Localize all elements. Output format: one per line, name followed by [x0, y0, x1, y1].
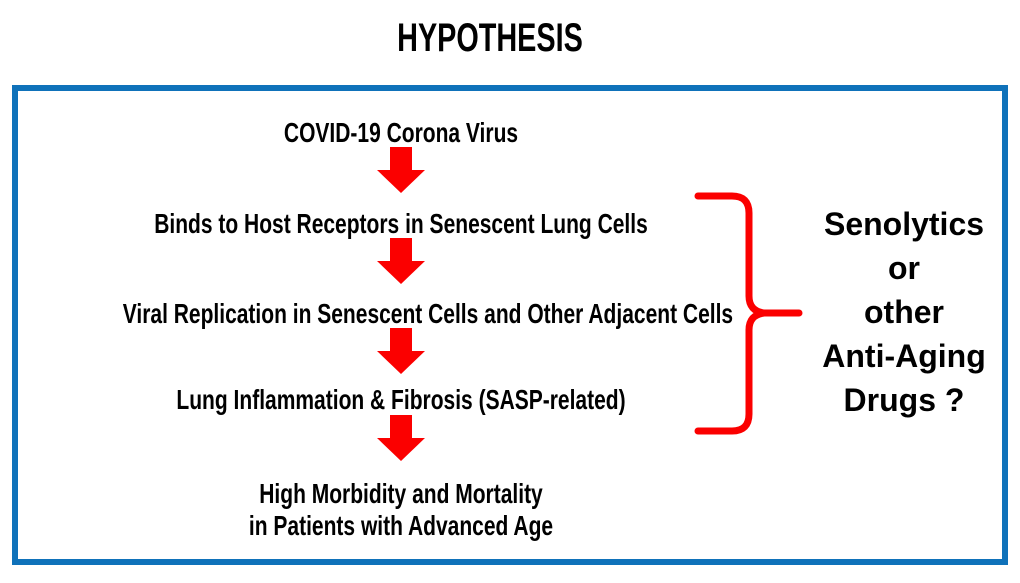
hypothesis-box: COVID-19 Corona Virus Binds to Host Rece… — [12, 85, 1008, 565]
flow-step-outcome-line1: High Morbidity and Mortality — [259, 478, 543, 509]
flow-step-replication: Viral Replication in Senescent Cells and… — [122, 298, 734, 329]
annotation-line-drugs: Drugs ? — [843, 382, 965, 418]
annotation-line-other: other — [864, 294, 944, 330]
flow-step-inflammation: Lung Inflammation & Fibrosis (SASP-relat… — [176, 384, 626, 415]
annotation-line-or: or — [888, 250, 920, 286]
flow-step-outcome: High Morbidity and Mortality in Patients… — [123, 478, 680, 542]
page-title: HYPOTHESIS — [397, 16, 583, 60]
down-arrow-icon — [377, 238, 425, 284]
down-arrow-icon — [377, 415, 425, 461]
annotation-line-antiaging: Anti-Aging — [822, 338, 986, 374]
flow-step-binds: Binds to Host Receptors in Senescent Lun… — [154, 208, 648, 239]
down-arrow-icon — [377, 147, 425, 193]
flow-step-outcome-line2: in Patients with Advanced Age — [248, 510, 554, 541]
annotation-text: Senolytics or other Anti-Aging Drugs ? — [806, 202, 1002, 422]
right-curly-brace-icon — [684, 186, 806, 441]
annotation-line-senolytics: Senolytics — [823, 206, 985, 242]
flow-step-covid: COVID-19 Corona Virus — [283, 117, 519, 148]
down-arrow-icon — [377, 328, 425, 374]
